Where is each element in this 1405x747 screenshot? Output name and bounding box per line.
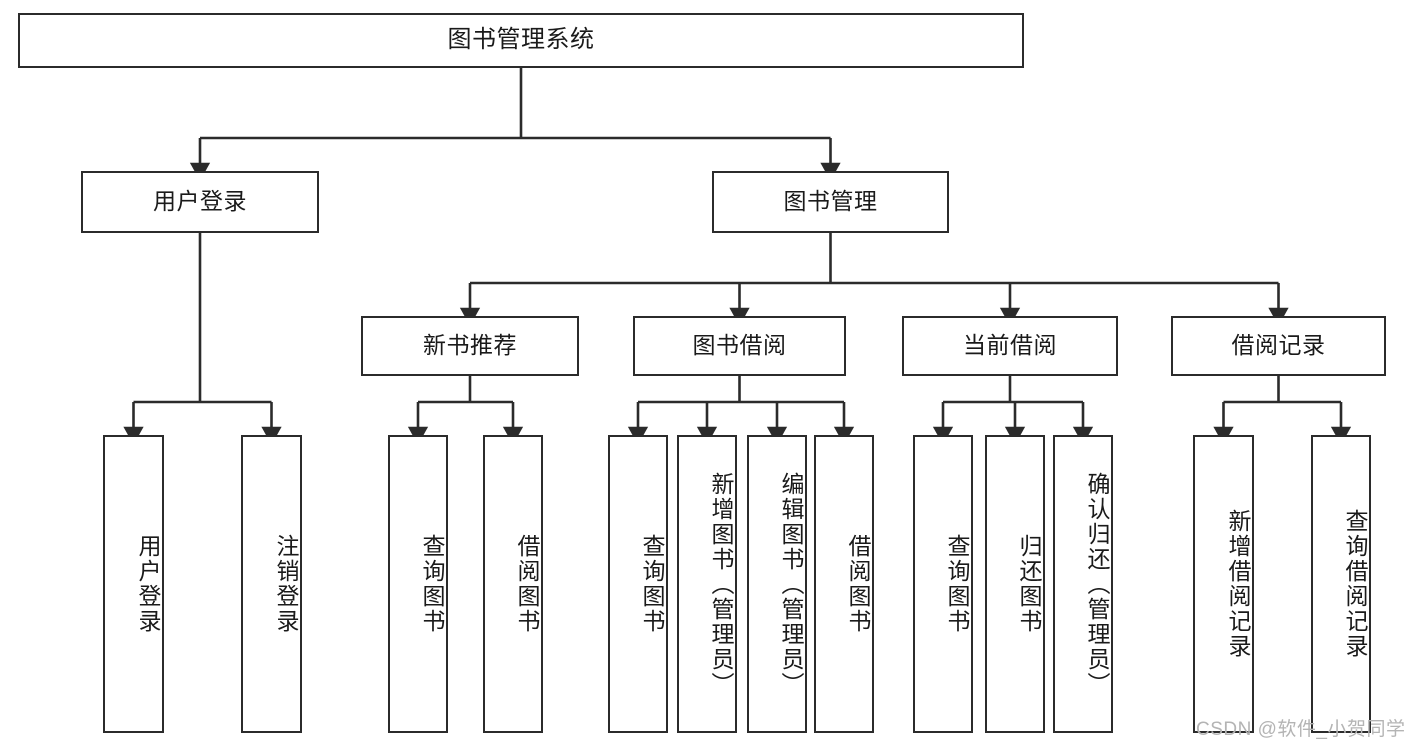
node-new-book-recommendation[interactable]: 新书推荐 xyxy=(361,316,579,376)
leaf-return-book[interactable]: 归还图书 xyxy=(985,435,1045,733)
node-book-management[interactable]: 图书管理 xyxy=(712,171,949,233)
leaf-query-book-borrow[interactable]: 查询图书 xyxy=(608,435,668,733)
node-user-login[interactable]: 用户登录 xyxy=(81,171,319,233)
node-root[interactable]: 图书管理系统 xyxy=(18,13,1024,68)
leaf-logout[interactable]: 注销登录 xyxy=(241,435,302,733)
leaf-confirm-return-admin[interactable]: 确认归还（管理员） xyxy=(1053,435,1113,733)
leaf-query-book-current[interactable]: 查询图书 xyxy=(913,435,973,733)
leaf-borrow-book-recommendation[interactable]: 借阅图书 xyxy=(483,435,543,733)
leaf-user-login[interactable]: 用户登录 xyxy=(103,435,164,733)
csdn-watermark: CSDN @软件_小贺同学 xyxy=(1196,719,1405,740)
leaf-borrow-book[interactable]: 借阅图书 xyxy=(814,435,874,733)
node-borrow-record[interactable]: 借阅记录 xyxy=(1171,316,1386,376)
node-current-borrow[interactable]: 当前借阅 xyxy=(902,316,1118,376)
leaf-add-borrow-record[interactable]: 新增借阅记录 xyxy=(1193,435,1254,733)
leaf-edit-book-admin[interactable]: 编辑图书（管理员） xyxy=(747,435,807,733)
leaf-add-book-admin[interactable]: 新增图书（管理员） xyxy=(677,435,737,733)
leaf-query-book-recommendation[interactable]: 查询图书 xyxy=(388,435,448,733)
leaf-query-borrow-record[interactable]: 查询借阅记录 xyxy=(1311,435,1371,733)
node-book-borrow[interactable]: 图书借阅 xyxy=(633,316,846,376)
